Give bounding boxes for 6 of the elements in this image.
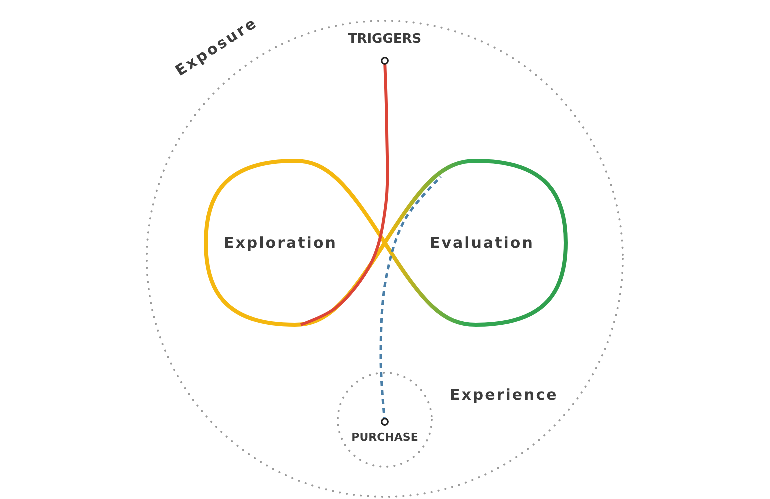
purchase-label: PURCHASE bbox=[350, 431, 420, 444]
stage-label: Evaluation bbox=[430, 234, 534, 252]
connector-line bbox=[300, 57, 390, 326]
stage-label: Experience bbox=[450, 386, 558, 404]
stage-label: Exploration bbox=[224, 234, 338, 252]
trigger-label: TRIGGERS bbox=[347, 32, 423, 47]
